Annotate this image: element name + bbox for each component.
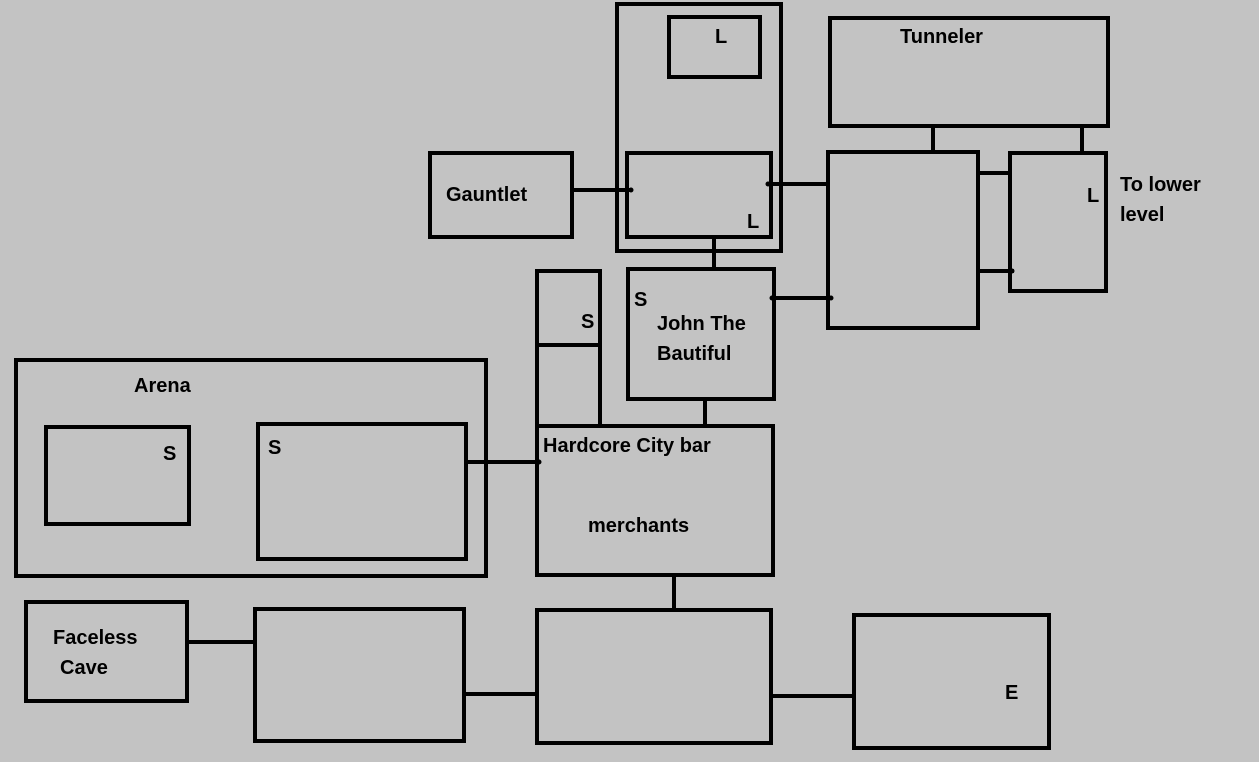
- gauntlet-label: Gauntlet: [446, 184, 527, 206]
- faceless-cave-label-line2: Cave: [60, 657, 108, 679]
- merchants-label: merchants: [588, 515, 689, 537]
- lower-level-ladder-room: [1008, 151, 1108, 293]
- exit-marker: E: [1005, 682, 1018, 704]
- arena-label: Arena: [134, 375, 192, 397]
- arena-room: [14, 358, 488, 578]
- save-marker-arena-right: S: [268, 437, 281, 459]
- arena-right-save-room: [256, 422, 468, 561]
- ladder-marker-tower-top: L: [715, 26, 727, 48]
- joint-dot: [628, 187, 634, 193]
- save-marker-column: S: [581, 311, 594, 333]
- south-center-room: [535, 608, 773, 745]
- exit-room: [852, 613, 1051, 750]
- south-west-room: [253, 607, 466, 743]
- john-label-line1: John The: [657, 313, 746, 335]
- tunneler-label: Tunneler: [900, 26, 983, 48]
- john-the-bautiful-room: [626, 267, 776, 401]
- john-label-line2: Bautiful: [657, 343, 731, 365]
- tunneler-room: [828, 16, 1110, 128]
- east-hub-room: [826, 150, 980, 330]
- joint-dot: [828, 295, 834, 301]
- joint-dot: [769, 295, 775, 301]
- arena-left-save-room: [44, 425, 191, 526]
- hardcore-city-bar-room: [535, 424, 775, 577]
- to-lower-level-label-line2: level: [1120, 204, 1164, 226]
- save-column-room: [535, 269, 602, 428]
- ladder-marker-lower-level: L: [1087, 185, 1099, 207]
- joint-dot: [1009, 268, 1015, 274]
- ladder-marker-tower-bottom: L: [747, 211, 759, 233]
- save-marker-arena-left: S: [163, 443, 176, 465]
- tower-room: [615, 2, 783, 253]
- gauntlet-room: [428, 151, 574, 239]
- tower-top-ladder-room: [667, 15, 762, 79]
- faceless-cave-room: [24, 600, 189, 703]
- tower-bottom-ladder-room: [625, 151, 773, 239]
- faceless-cave-label-line1: Faceless: [53, 627, 138, 649]
- to-lower-level-label-line1: To lower: [1120, 174, 1201, 196]
- hardcore-city-bar-label: Hardcore City bar: [543, 435, 711, 457]
- joint-dot: [536, 459, 542, 465]
- joint-dot: [765, 181, 771, 187]
- save-marker-john: S: [634, 289, 647, 311]
